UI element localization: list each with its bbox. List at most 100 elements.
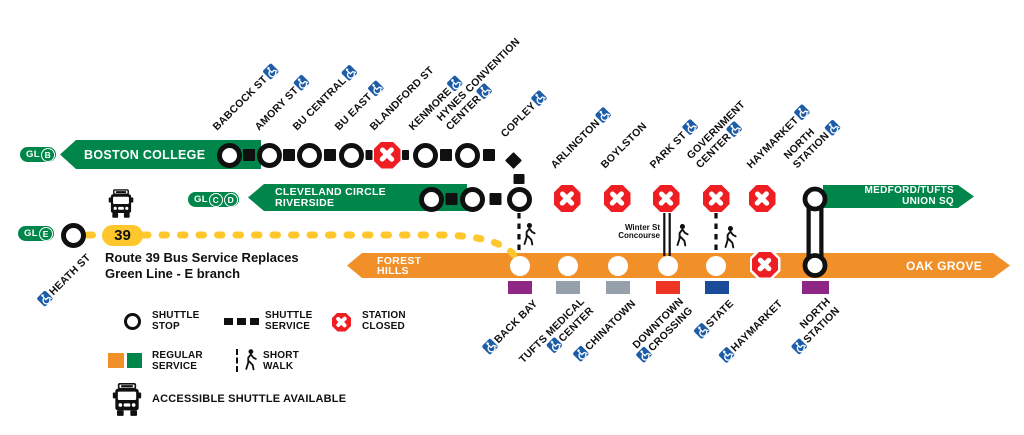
stop-amory-st: [256, 142, 282, 168]
station-label-north-station-orange: NORTH STATION: [782, 296, 842, 357]
accessible-icon: [262, 63, 280, 81]
accessible-shuttle-bus-icon: [112, 383, 142, 416]
legend-accessible-shuttle: ACCESSIBLE SHUTTLE AVAILABLE: [152, 393, 347, 405]
station-label-amory-st: AMORY ST: [252, 73, 312, 133]
walk-person-icon-copley: [523, 223, 536, 246]
stop-tufts-medical-center: [558, 255, 578, 276]
boston-college-label: BOSTON COLLEGE: [84, 147, 206, 162]
station-label-back-bay: BACK BAY: [480, 297, 540, 357]
stop-copley: [506, 186, 532, 212]
closed-park-st-icon: [652, 185, 680, 212]
station-closed-icon: [332, 312, 351, 332]
accessible-icon: [725, 120, 743, 138]
station-label-haymarket-orange: HAYMARKET: [717, 297, 785, 365]
shuttle-service-dash-icon: [250, 317, 259, 325]
station-label-state: STATE: [692, 297, 736, 341]
accessible-icon: [481, 338, 499, 356]
station-label-babcock-st: BABCOCK ST: [210, 62, 281, 133]
route-39-note: Route 39 Bus Service Replaces Green Line…: [105, 250, 299, 281]
station-label-government-center: GOVERNMENT CENTER: [684, 98, 748, 172]
accessible-icon: [475, 82, 493, 100]
station-label-bu-central: BU CENTRAL: [290, 63, 360, 133]
stop-bu-central: [296, 142, 322, 168]
legend-short-walk: SHORT WALK: [263, 350, 299, 372]
closed-haymarket-green-icon: [748, 185, 776, 212]
commuter-rail-square-north-station: [802, 281, 829, 294]
regular-service-orange-icon: [108, 353, 124, 368]
regular-service-green-icon: [127, 353, 142, 368]
station-label-arlington: ARLINGTON: [548, 105, 614, 171]
closed-arlington-icon: [553, 185, 581, 212]
accessible-icon: [681, 119, 699, 136]
accessible-icon: [545, 336, 563, 354]
stop-kenmore-cd: [418, 186, 444, 212]
stop-hynes-cd: [459, 186, 485, 212]
closed-haymarket-orange-icon: [749, 249, 781, 280]
closed-blandford-st-icon: [373, 141, 401, 169]
stop-kenmore-b: [412, 142, 438, 168]
branch-c-badge: C: [208, 192, 223, 207]
accessible-icon: [36, 290, 54, 308]
shuttle-service-dash-icon: [237, 317, 246, 325]
shuttle-service-dash-icon: [224, 317, 233, 325]
stop-bu-east: [338, 142, 364, 168]
accessible-icon: [530, 89, 548, 107]
legend-shuttle-stop: SHUTTLE STOP: [152, 310, 200, 332]
commuter-rail-square-back-bay: [508, 281, 532, 294]
blue-line-square-state: [705, 281, 729, 294]
walk-person-icon-park-st: [676, 224, 689, 247]
station-label-boylston: BOYLSTON: [598, 120, 650, 172]
accessible-icon: [790, 337, 808, 355]
accessible-icon: [823, 119, 841, 137]
legend-regular-service: REGULAR SERVICE: [152, 350, 203, 372]
stop-back-bay: [510, 255, 530, 276]
station-label-heath-st: HEATH ST: [35, 251, 93, 309]
accessible-icon: [594, 106, 612, 124]
winter-st-concourse-label: Winter St Concourse: [618, 222, 660, 240]
accessible-icon: [446, 75, 464, 93]
station-label-chinatown: CHINATOWN: [571, 297, 638, 364]
closed-boylston-icon: [603, 185, 631, 212]
accessible-icon: [793, 104, 811, 121]
accessible-shuttle-bus-icon: [108, 189, 134, 218]
walk-person-icon-government-center: [724, 226, 737, 249]
shuttle-stop-icon: [124, 313, 141, 330]
red-line-square-downtown-crossing: [656, 281, 680, 294]
cleveland-circle-label: CLEVELAND CIRCLE RIVERSIDE: [275, 185, 386, 209]
station-label-tufts-medical-center: TUFTS MEDICAL CENTER: [516, 295, 597, 366]
station-label-copley: COPLEY: [498, 88, 550, 140]
orange-line-band: FOREST HILLS OAK GROVE: [347, 253, 1010, 278]
accessible-icon: [293, 74, 311, 92]
stop-state: [706, 255, 726, 276]
branch-d-badge: D: [223, 192, 238, 207]
closed-government-center-icon: [702, 185, 730, 212]
silver-line-square-chinatown: [606, 281, 630, 294]
accessible-icon: [718, 346, 736, 364]
station-label-park-st: PARK ST: [647, 118, 700, 171]
silver-line-square-tufts: [556, 281, 580, 294]
gl-cd-pill: GL C D: [188, 192, 239, 207]
gl-b-pill: GL B: [20, 147, 56, 162]
station-label-kenmore: KENMORE: [406, 74, 465, 133]
route-39-badge: 39: [102, 224, 143, 246]
station-label-bu-east: BU EAST: [332, 79, 386, 133]
short-walk-line-icon: [236, 349, 238, 372]
oak-grove-label: OAK GROVE: [905, 258, 982, 273]
branch-e-badge: E: [38, 226, 53, 241]
short-walk-person-icon: [245, 349, 257, 371]
station-label-haymarket-green: HAYMARKET: [744, 103, 812, 171]
forest-hills-label: FOREST HILLS: [377, 254, 422, 277]
station-label-hynes: HYNES CONVENTION CENTER: [434, 36, 523, 134]
stop-chinatown: [608, 255, 628, 276]
station-label-blandford-st: BLANDFORD ST: [367, 64, 437, 134]
station-label-north-station-green: NORTH STATION: [782, 111, 843, 171]
accessible-icon: [366, 80, 384, 98]
stop-babcock-st: [216, 142, 242, 168]
legend-station-closed: STATION CLOSED: [362, 310, 406, 332]
legend-shuttle-service: SHUTTLE SERVICE: [265, 310, 313, 332]
gl-e-pill: GL E: [18, 226, 54, 241]
accessible-icon: [572, 345, 590, 363]
station-label-downtown-crossing: DOWNTOWN CROSSING: [627, 296, 695, 365]
stop-downtown-crossing: [658, 255, 678, 276]
